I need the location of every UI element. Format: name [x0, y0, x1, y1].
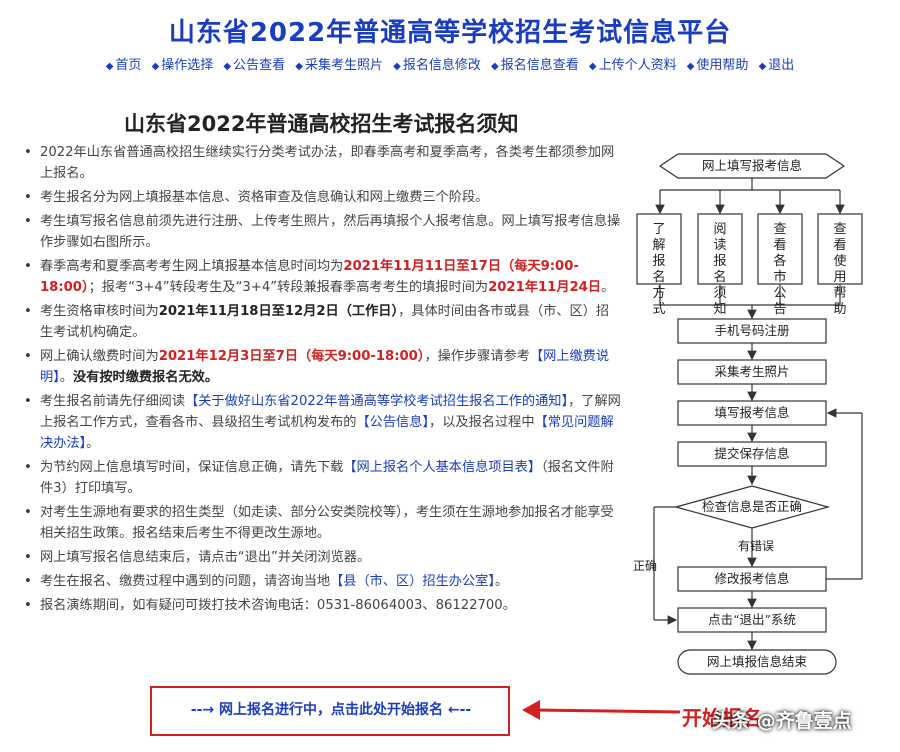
top-nav: ◆首页 ◆操作选择 ◆公告查看 ◆采集考生照片 ◆报名信息修改 ◆报名信息查看 … — [0, 54, 900, 73]
nav-help[interactable]: ◆使用帮助 — [686, 58, 749, 73]
flow-correct-label: 正确 — [633, 559, 657, 573]
flow-step-submit: 提交保存信息 — [714, 446, 789, 461]
diamond-icon: ◆ — [223, 61, 232, 72]
notice-item: 考生资格审核时间为2021年11月18日至12月2日（工作日），具体时间由各市或… — [22, 301, 622, 343]
diamond-icon: ◆ — [151, 61, 160, 72]
diamond-icon: ◆ — [393, 61, 401, 72]
diamond-icon: ◆ — [295, 61, 303, 72]
start-registration-box — [150, 686, 510, 736]
nav-upload-documents[interactable]: ◆上传个人资料 — [588, 58, 677, 73]
nav-edit-registration[interactable]: ◆报名信息修改 — [393, 58, 481, 73]
start-registration-link[interactable]: --→ 网上报名进行中，点击此处开始报名 ←-- — [190, 702, 472, 718]
notice-item: 为节约网上信息填写时间，保证信息正确，请先下载【网上报名个人基本信息项目表】（报… — [22, 457, 622, 499]
flow-branch-labels: 了解报名方式 阅读报名须知 查看各市公告 查看使用帮助 — [652, 222, 846, 317]
notice-list: 2022年山东省普通高校招生继续实行分类考试办法，即春季高考和夏季高考，各类考生… — [22, 142, 622, 619]
notice-title: 山东省2022年普通高校招生考试报名须知 — [124, 112, 519, 136]
warning-text: 没有按时缴费报名无效。 — [72, 370, 219, 385]
highlight-date: 2021年12月3日至7日（每天9:00-18:00） — [158, 349, 425, 364]
highlight-date: 2021年11月11日至17日（每天9:00-18:00） — [40, 259, 579, 295]
flow-step-photo: 采集考生照片 — [714, 364, 789, 379]
diamond-icon: ◆ — [491, 61, 499, 72]
flow-branch-3: 查看各市公告 — [773, 222, 786, 317]
nav-photo-capture[interactable]: ◆采集考生照片 — [295, 58, 383, 73]
notice-item: 网上填写报名信息结束后，请点击“退出”并关闭浏览器。 — [22, 547, 622, 568]
nav-home[interactable]: ◆首页 — [105, 58, 142, 73]
watermark: 头条 @齐鲁壹点 — [712, 710, 852, 732]
flow-branch-2: 阅读报名须知 — [713, 222, 726, 317]
notice-item: 考生在报名、缴费过程中遇到的问题，请咨询当地【县（市、区）招生办公室】。 — [22, 571, 622, 592]
flow-branch-4: 查看使用帮助 — [833, 222, 846, 317]
notice-item: 考生填写报名信息前须先进行注册、上传考生照片，然后再填报个人报考信息。网上填写报… — [22, 211, 622, 253]
notice-item: 考生报名分为网上填报基本信息、资格审查及信息确认和网上缴费三个阶段。 — [22, 187, 622, 208]
start-registration-cta: 开始报名 — [682, 706, 762, 730]
announcement-link[interactable]: 【公告信息】 — [356, 415, 430, 430]
notice-item: 对考生生源地有要求的招生类型（如走读、部分公安类院校等），考生须在生源地参加报名… — [22, 502, 622, 544]
flow-start-node — [658, 153, 846, 179]
highlight-date: 2021年11月18日至12月2日（工作日） — [158, 304, 399, 319]
flow-start-label: 网上填写报考信息 — [702, 158, 802, 173]
notice-item: 考生报名前请先仔细阅读【关于做好山东省2022年普通高等学校考试招生报名工作的通… — [22, 391, 622, 454]
notice-item: 春季高考和夏季高考考生网上填报基本信息时间均为2021年11月11日至17日（每… — [22, 256, 622, 298]
nav-operation-select[interactable]: ◆操作选择 — [151, 58, 214, 73]
diamond-icon: ◆ — [588, 61, 597, 72]
notice-item: 2022年山东省普通高校招生继续实行分类考试办法，即春季高考和夏季高考，各类考生… — [22, 142, 622, 184]
notice-item: 网上确认缴费时间为2021年12月3日至7日（每天9:00-18:00），操作步… — [22, 346, 622, 388]
flow-branch-1: 了解报名方式 — [652, 222, 665, 317]
diamond-icon: ◆ — [686, 61, 695, 72]
flow-step-fill-info: 填写报考信息 — [714, 405, 789, 420]
flow-error-label: 有错误 — [738, 539, 774, 553]
local-office-link[interactable]: 【县（市、区）招生办公室】 — [330, 574, 495, 589]
nav-view-registration[interactable]: ◆报名信息查看 — [491, 58, 579, 73]
faq-link[interactable]: 【常见问题解决办法】 — [40, 415, 614, 451]
flow-end-label: 网上填报信息结束 — [707, 654, 808, 669]
registration-notice-link[interactable]: 【关于做好山东省2022年普通高等学校考试招生报名工作的通知】 — [185, 394, 569, 409]
flow-step-fix: 修改报考信息 — [714, 571, 789, 586]
flow-step-exit: 点击“退出”系统 — [708, 612, 796, 627]
nav-logout[interactable]: ◆退出 — [758, 58, 795, 73]
highlight-date: 2021年11月24日 — [488, 280, 602, 295]
site-title: 山东省2022年普通高等学校招生考试信息平台 — [168, 18, 732, 48]
notice-item: 报名演练期间，如有疑问可拨打技术咨询电话：0531-86064003、86122… — [22, 595, 622, 616]
info-form-download-link[interactable]: 【网上报名个人基本信息项目表】 — [343, 460, 542, 475]
flow-step-register: 手机号码注册 — [714, 323, 789, 338]
diamond-icon: ◆ — [105, 61, 114, 72]
nav-announcements[interactable]: ◆公告查看 — [223, 58, 286, 73]
payment-guide-link[interactable]: 【网上缴费说明】 — [40, 349, 610, 385]
diamond-icon: ◆ — [758, 61, 767, 72]
flow-decision-label: 检查信息是否正确 — [702, 499, 802, 514]
